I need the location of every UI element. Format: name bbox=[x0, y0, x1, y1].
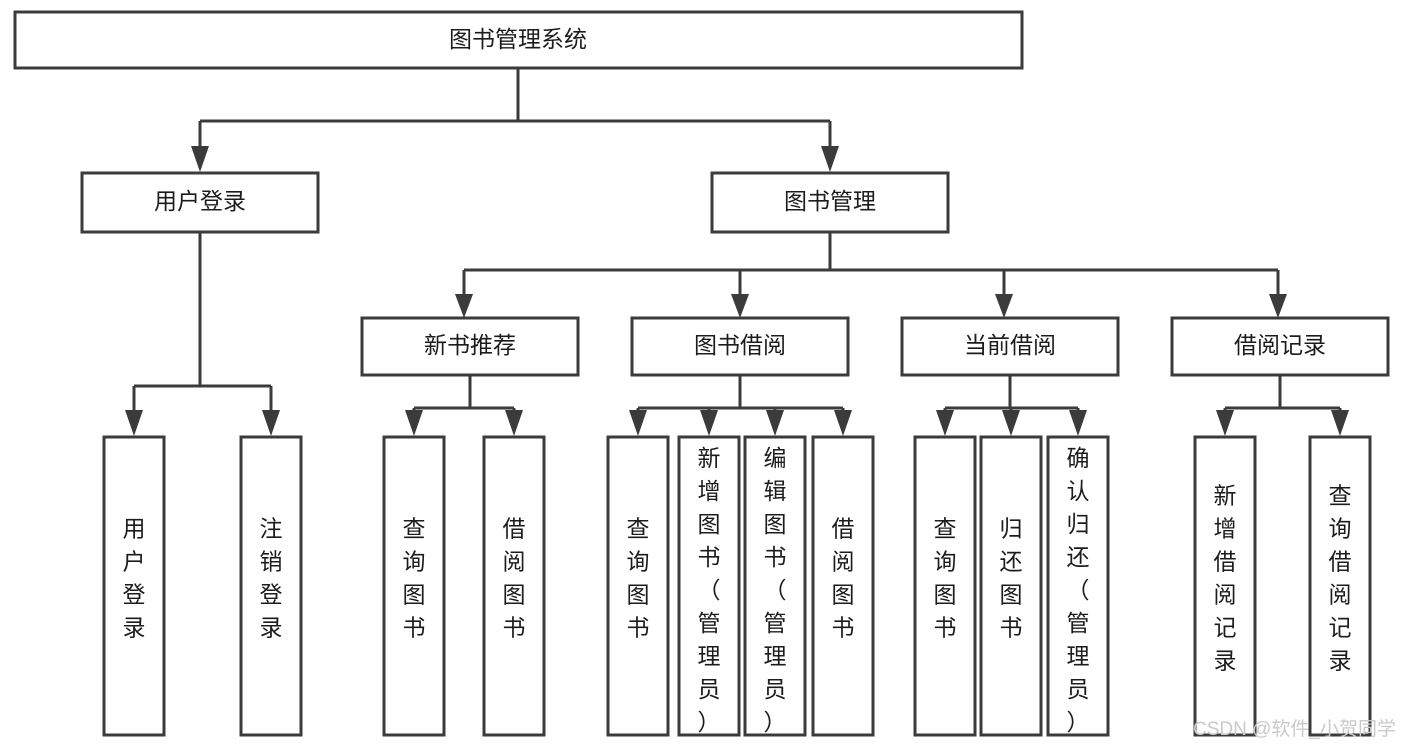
node-leaf-borrow-book-2-label: 借阅图书 bbox=[832, 516, 855, 641]
node-leaf-query-record-box[interactable] bbox=[1308, 435, 1372, 737]
node-leaf-query-book-1-label: 查询图书 bbox=[403, 516, 426, 641]
arrow-head-leaf-query-book-2 bbox=[629, 410, 647, 436]
node-leaf-return-book-label: 归还图书 bbox=[1000, 516, 1023, 641]
node-leaf-add-book-box[interactable] bbox=[677, 435, 741, 737]
node-leaf-confirm-return-box[interactable] bbox=[1046, 435, 1110, 737]
node-leaf-query-book-3-label: 查询图书 bbox=[934, 516, 957, 641]
node-current-borrow[interactable]: 当前借阅 bbox=[900, 316, 1120, 377]
node-leaf-add-record-label: 新增借阅记录 bbox=[1214, 483, 1237, 674]
node-user-login[interactable]: 用户登录 bbox=[80, 171, 320, 234]
node-root-box[interactable] bbox=[13, 10, 1024, 70]
arrow-head-leaf-user-login bbox=[125, 410, 143, 436]
node-borrow-record-box[interactable] bbox=[1170, 316, 1390, 377]
node-current-borrow-label: 当前借阅 bbox=[964, 332, 1056, 358]
arrow-head-leaf-query-book-3 bbox=[936, 410, 954, 436]
node-book-manage-label: 图书管理 bbox=[784, 188, 876, 214]
node-leaf-logout-login-box[interactable] bbox=[239, 435, 303, 737]
node-leaf-edit-book[interactable]: 编辑图书（管理员） bbox=[743, 435, 807, 737]
node-root-label: 图书管理系统 bbox=[449, 26, 587, 52]
node-new-book-rec-label: 新书推荐 bbox=[424, 332, 516, 358]
arrow-head-leaf-borrow-book-2 bbox=[834, 410, 852, 436]
node-borrow-record[interactable]: 借阅记录 bbox=[1170, 316, 1390, 377]
node-leaf-query-book-2-box[interactable] bbox=[606, 435, 670, 737]
node-leaf-confirm-return[interactable]: 确认归还（管理员） bbox=[1046, 435, 1110, 737]
node-leaf-return-book-box[interactable] bbox=[979, 435, 1043, 737]
node-leaf-user-login[interactable]: 用户登录 bbox=[102, 435, 166, 737]
arrow-head-book-manage bbox=[821, 146, 839, 172]
arrow-head-new-book-rec bbox=[455, 294, 473, 318]
node-root[interactable]: 图书管理系统 bbox=[13, 10, 1024, 70]
node-leaf-confirm-return-label: 确认归还（管理员） bbox=[1067, 445, 1090, 735]
node-book-borrow[interactable]: 图书借阅 bbox=[630, 316, 850, 377]
node-book-borrow-box[interactable] bbox=[630, 316, 850, 377]
node-leaf-add-book[interactable]: 新增图书（管理员） bbox=[677, 435, 741, 737]
arrow-head-current-borrow bbox=[995, 294, 1013, 318]
node-book-manage[interactable]: 图书管理 bbox=[710, 171, 950, 234]
node-leaf-query-record-label: 查询借阅记录 bbox=[1329, 483, 1352, 674]
arrow-head-borrow-record bbox=[1269, 294, 1287, 318]
node-leaf-query-book-1[interactable]: 查询图书 bbox=[382, 435, 446, 737]
node-leaf-query-book-1-box[interactable] bbox=[382, 435, 446, 737]
node-leaf-borrow-book-2-box[interactable] bbox=[811, 435, 875, 737]
node-leaf-add-book-label: 新增图书（管理员） bbox=[698, 445, 721, 735]
node-leaf-borrow-book-1-label: 借阅图书 bbox=[503, 516, 526, 641]
node-borrow-record-label: 借阅记录 bbox=[1234, 332, 1326, 358]
node-new-book-rec[interactable]: 新书推荐 bbox=[360, 316, 580, 377]
arrow-head-user-login bbox=[191, 146, 209, 172]
arrow-head-leaf-add-record bbox=[1216, 410, 1234, 436]
connector-layer bbox=[125, 68, 1349, 436]
node-leaf-add-record-box[interactable] bbox=[1193, 435, 1257, 737]
node-leaf-query-record[interactable]: 查询借阅记录 bbox=[1308, 435, 1372, 737]
arrow-head-leaf-logout-login bbox=[262, 410, 280, 436]
node-leaf-query-book-3[interactable]: 查询图书 bbox=[913, 435, 977, 737]
node-leaf-edit-book-label: 编辑图书（管理员） bbox=[764, 445, 787, 735]
node-leaf-add-record[interactable]: 新增借阅记录 bbox=[1193, 435, 1257, 737]
node-leaf-user-login-box[interactable] bbox=[102, 435, 166, 737]
node-leaf-logout-login[interactable]: 注销登录 bbox=[239, 435, 303, 737]
node-leaf-query-book-3-box[interactable] bbox=[913, 435, 977, 737]
node-leaf-return-book[interactable]: 归还图书 bbox=[979, 435, 1043, 737]
node-user-login-box[interactable] bbox=[80, 171, 320, 234]
arrow-head-leaf-borrow-book-1 bbox=[505, 410, 523, 436]
csdn-watermark: CSDN @软件_小贺同学 bbox=[1193, 718, 1396, 740]
node-leaf-borrow-book-1-box[interactable] bbox=[482, 435, 546, 737]
arrow-head-book-borrow bbox=[731, 294, 749, 318]
arrow-head-leaf-add-book bbox=[700, 410, 718, 436]
node-book-manage-box[interactable] bbox=[710, 171, 950, 234]
arrow-head-leaf-return-book bbox=[1002, 410, 1020, 436]
node-leaf-query-book-2[interactable]: 查询图书 bbox=[606, 435, 670, 737]
node-leaf-edit-book-box[interactable] bbox=[743, 435, 807, 737]
node-current-borrow-box[interactable] bbox=[900, 316, 1120, 377]
node-book-borrow-label: 图书借阅 bbox=[694, 332, 786, 358]
node-leaf-logout-login-label: 注销登录 bbox=[260, 516, 283, 641]
node-leaf-user-login-label: 用户登录 bbox=[123, 516, 146, 641]
arrow-head-leaf-confirm-return bbox=[1069, 410, 1087, 436]
node-leaf-borrow-book-2[interactable]: 借阅图书 bbox=[811, 435, 875, 737]
arrow-head-leaf-query-record bbox=[1331, 410, 1349, 436]
node-leaf-query-book-2-label: 查询图书 bbox=[627, 516, 650, 641]
node-leaf-borrow-book-1[interactable]: 借阅图书 bbox=[482, 435, 546, 737]
arrow-head-leaf-query-book-1 bbox=[405, 410, 423, 436]
arrow-head-leaf-edit-book bbox=[766, 410, 784, 436]
node-user-login-label: 用户登录 bbox=[154, 188, 246, 214]
node-new-book-rec-box[interactable] bbox=[360, 316, 580, 377]
